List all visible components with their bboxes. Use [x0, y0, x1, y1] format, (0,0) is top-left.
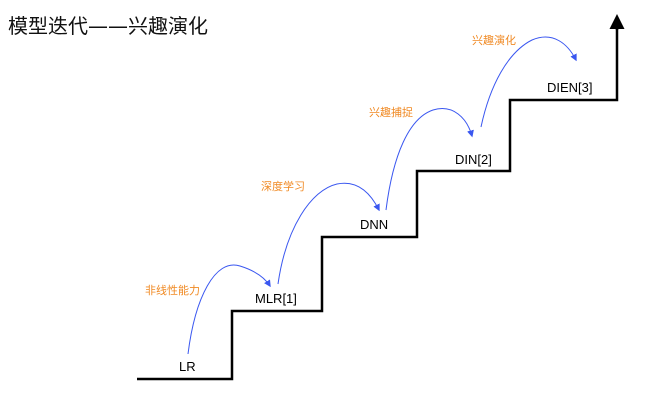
step-label-dien: DIEN[3]: [547, 80, 593, 95]
transition-arrow-2: [277, 182, 380, 285]
transition-arrow-1: [187, 264, 271, 355]
annotation-deep-learning: 深度学习: [261, 179, 305, 193]
step-label-mlr: MLR[1]: [255, 291, 297, 306]
diagram-title: 模型迭代——兴趣演化: [8, 14, 208, 38]
annotation-nonlinear: 非线性能力: [145, 283, 200, 297]
step-label-dnn: DNN: [360, 217, 388, 232]
step-label-lr: LR: [179, 359, 196, 374]
transition-arrow-4: [480, 36, 577, 128]
staircase-line: [137, 22, 619, 381]
step-label-din: DIN[2]: [455, 152, 492, 167]
annotation-interest-evolution: 兴趣演化: [472, 33, 516, 47]
annotation-interest-capture: 兴趣捕捉: [369, 105, 413, 119]
transition-arrow-3: [385, 108, 474, 211]
